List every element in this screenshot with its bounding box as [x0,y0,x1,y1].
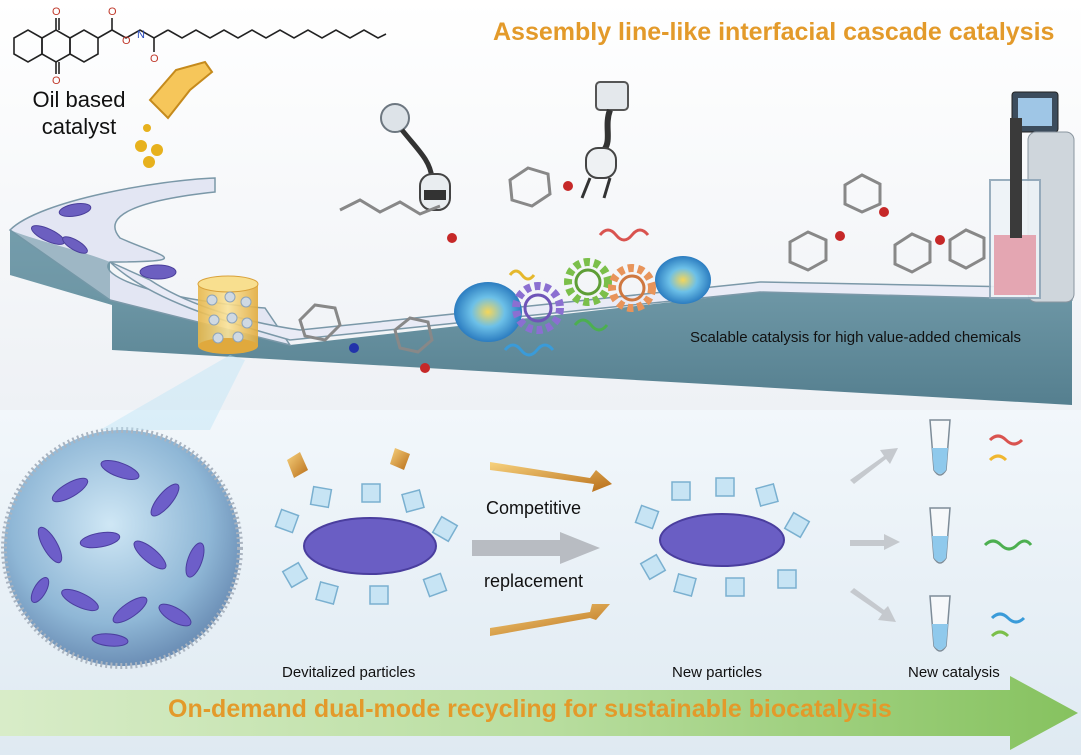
new-particles-label: New particles [672,664,763,681]
svg-text:O: O [52,75,61,87]
arrow-icon [472,462,612,636]
cell-icon [454,256,711,342]
gear-icon [512,258,656,334]
new-particle-icon [634,477,811,597]
svg-text:O: O [52,6,61,18]
devitalized-label: Devitalized particles [282,664,416,681]
tube-arrows [850,448,900,622]
oil-label-line1: Oil based [32,87,126,112]
oil-flask-icon [135,60,214,168]
molecule-icon [298,166,986,373]
top-title: Assembly line-like interfacial cascade c… [493,18,1055,46]
catalyst-cylinder-icon [197,275,259,354]
robot-arm-icon-2 [580,81,629,199]
structure-nitrogen: N [137,29,145,41]
structure-atom-labels: O O O O O [52,6,159,87]
svg-text:O: O [108,6,117,18]
reactor-icon [989,91,1075,303]
pickering-sphere-icon [1,427,243,669]
devitalized-particle-icon [274,448,459,605]
scalable-label: Scalable catalysis for high value-added … [690,329,1022,346]
protein-icon [503,228,650,357]
zoom-beam [100,355,245,430]
catalyst-protein-icon [983,434,1033,638]
svg-text:O: O [150,53,159,65]
bottom-title: On-demand dual-mode recycling for sustai… [168,695,892,723]
competitive-label: Competitive [486,498,582,518]
robot-arm-icon [380,103,451,211]
gear-hub [523,268,646,323]
new-catalysis-label: New catalysis [908,664,1000,681]
bottom-arrow [0,676,1078,750]
oil-label-line2: catalyst [41,114,117,139]
svg-text:O: O [122,35,131,47]
oil-catalyst-label: Oil based catalyst [14,86,144,140]
anthraquinone-structure-icon [13,18,387,74]
bacteria-icon [30,202,177,280]
tube-liquid [932,448,948,650]
replacement-label: replacement [484,571,584,591]
